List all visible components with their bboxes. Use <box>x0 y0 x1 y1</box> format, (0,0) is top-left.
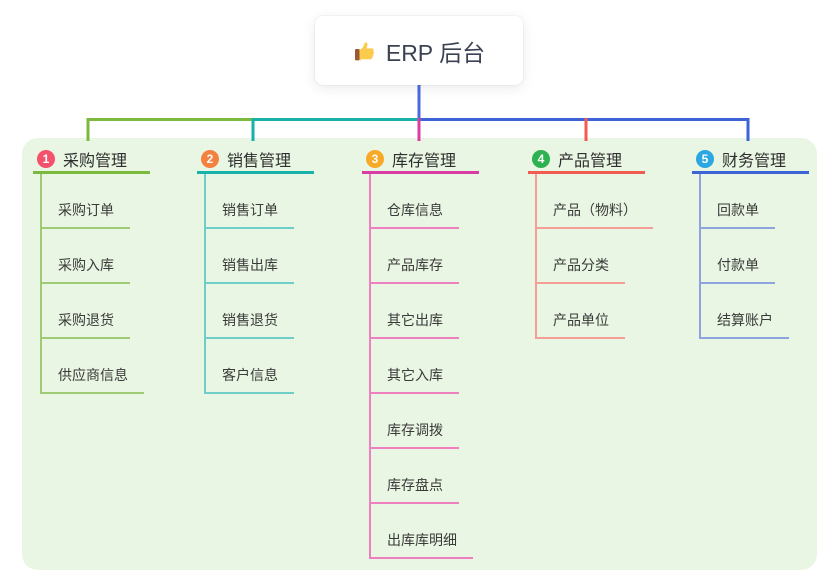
child-node-label: 采购订单 <box>40 200 130 229</box>
branch-children: 采购订单采购入库采购退货供应商信息 <box>40 174 150 394</box>
child-node[interactable]: 产品（物料） <box>535 174 653 229</box>
child-node[interactable]: 销售订单 <box>204 174 314 229</box>
child-node-label: 库存调拨 <box>369 420 459 449</box>
child-node-label: 产品单位 <box>535 310 625 339</box>
child-node[interactable]: 销售退货 <box>204 284 314 339</box>
branch-title-label: 财务管理 <box>722 152 787 170</box>
branch-vertical-line <box>40 174 42 394</box>
child-node-label: 采购退货 <box>40 310 130 339</box>
branch-column: 4 产品管理 产品（物料） 产品分类产品单位 <box>528 146 653 339</box>
child-node-label: 出库库明细 <box>369 530 473 559</box>
branch-title[interactable]: 3 库存管理 <box>362 146 479 174</box>
branch-column: 1 采购管理 采购订单采购入库采购退货供应商信息 <box>33 146 150 394</box>
branch-vertical-line <box>204 174 206 394</box>
child-node[interactable]: 采购退货 <box>40 284 150 339</box>
branch-column: 5 财务管理 回款单付款单结算账户 <box>692 146 809 339</box>
branch-vertical-line <box>535 174 537 339</box>
branch-title-label: 采购管理 <box>63 152 128 170</box>
child-node-label: 供应商信息 <box>40 365 144 394</box>
branch-children: 产品（物料） 产品分类产品单位 <box>535 174 653 339</box>
branch-title[interactable]: 1 采购管理 <box>33 146 150 174</box>
mindmap-panel <box>22 138 817 570</box>
child-node-label: 产品库存 <box>369 255 459 284</box>
child-node-label: 回款单 <box>699 200 775 229</box>
branch-vertical-line <box>699 174 701 339</box>
branch-children: 回款单付款单结算账户 <box>699 174 809 339</box>
child-node-label: 销售订单 <box>204 200 294 229</box>
branch-vertical-line <box>369 174 371 559</box>
child-node[interactable]: 库存调拨 <box>369 394 479 449</box>
child-node[interactable]: 产品库存 <box>369 229 479 284</box>
child-node[interactable]: 付款单 <box>699 229 809 284</box>
root-label: ERP 后台 <box>385 39 486 66</box>
branch-number-badge: 5 <box>696 149 714 168</box>
child-node-label: 付款单 <box>699 255 775 284</box>
child-node[interactable]: 产品单位 <box>535 284 645 339</box>
child-node[interactable]: 结算账户 <box>699 284 809 339</box>
child-node[interactable]: 库存盘点 <box>369 449 479 504</box>
branch-title-label: 产品管理 <box>558 152 623 170</box>
child-node-label: 客户信息 <box>204 365 294 394</box>
branch-title[interactable]: 2 销售管理 <box>197 146 314 174</box>
child-node[interactable]: 仓库信息 <box>369 174 479 229</box>
child-node[interactable]: 回款单 <box>699 174 809 229</box>
child-node[interactable]: 供应商信息 <box>40 339 150 394</box>
child-node-label: 结算账户 <box>699 310 789 339</box>
branch-children: 销售订单销售出库销售退货客户信息 <box>204 174 314 394</box>
child-node[interactable]: 出库库明细 <box>369 504 479 559</box>
child-node-label: 采购入库 <box>40 255 130 284</box>
child-node-label: 产品分类 <box>535 255 625 284</box>
branch-number-badge: 2 <box>201 149 219 168</box>
child-node-label: 库存盘点 <box>369 475 459 504</box>
branch-column: 3 库存管理 仓库信息产品库存其它出库其它入库库存调拨库存盘点出库库明细 <box>362 146 479 559</box>
child-node[interactable]: 产品分类 <box>535 229 645 284</box>
child-node-label: 销售出库 <box>204 255 294 284</box>
child-node[interactable]: 销售出库 <box>204 229 314 284</box>
child-node-label: 产品（物料） <box>535 200 653 229</box>
child-node[interactable]: 采购订单 <box>40 174 150 229</box>
child-node-label: 仓库信息 <box>369 200 459 229</box>
child-node-label: 销售退货 <box>204 310 294 339</box>
branch-number-badge: 1 <box>37 149 55 168</box>
child-node[interactable]: 其它出库 <box>369 284 479 339</box>
child-node[interactable]: 其它入库 <box>369 339 479 394</box>
child-node[interactable]: 采购入库 <box>40 229 150 284</box>
branch-title[interactable]: 5 财务管理 <box>692 146 809 174</box>
branch-children: 仓库信息产品库存其它出库其它入库库存调拨库存盘点出库库明细 <box>369 174 479 559</box>
branch-column: 2 销售管理 销售订单销售出库销售退货客户信息 <box>197 146 314 394</box>
child-node-label: 其它出库 <box>369 310 459 339</box>
branch-title-label: 库存管理 <box>392 152 457 170</box>
child-node-label: 其它入库 <box>369 365 459 394</box>
branch-number-badge: 4 <box>532 149 550 168</box>
root-node[interactable]: ERP 后台 <box>315 16 523 85</box>
thumbs-up-icon <box>353 39 377 63</box>
branch-title[interactable]: 4 产品管理 <box>528 146 645 174</box>
branch-title-label: 销售管理 <box>227 152 292 170</box>
child-node[interactable]: 客户信息 <box>204 339 314 394</box>
branch-number-badge: 3 <box>366 149 384 168</box>
